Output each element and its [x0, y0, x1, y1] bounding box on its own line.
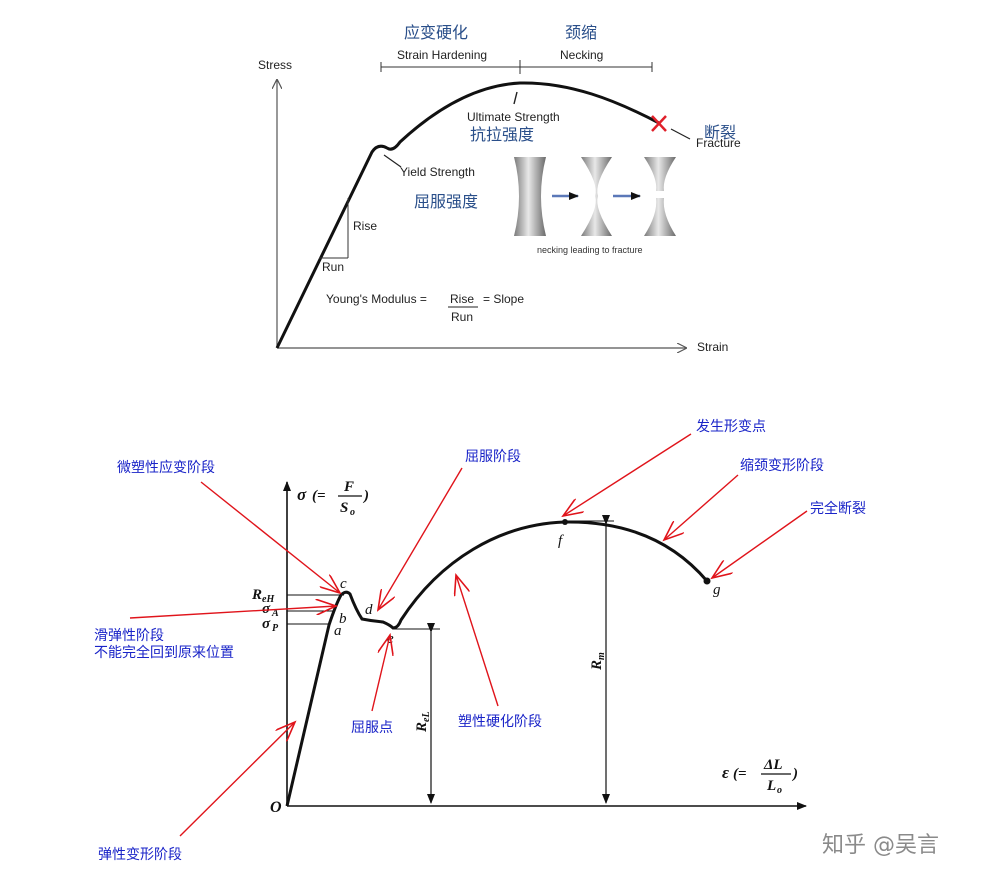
sigma-p-label: σ	[262, 616, 271, 632]
top-diagram: Stress Strain Rise Run Young's Modulus =…	[258, 23, 741, 354]
anno-elastic-stage: 弹性变形阶段	[98, 847, 182, 863]
necking-caption: necking leading to fracture	[537, 245, 643, 255]
anno-necking-stage: 缩颈变形阶段	[740, 458, 824, 474]
modulus-numerator: Rise	[450, 292, 474, 306]
bottom-stress-strain-curve	[285, 520, 709, 807]
origin-label: O	[270, 799, 282, 816]
rm-sub: m	[596, 652, 607, 660]
necking-illustration: necking leading to fracture	[514, 157, 676, 255]
eps-close: )	[791, 766, 798, 782]
specimen-3-top	[644, 157, 676, 191]
point-b: b	[339, 611, 347, 627]
strain-hardening-cn: 应变硬化	[404, 23, 468, 42]
anno-micro-plastic: 微塑性应变阶段	[117, 459, 215, 476]
sigma-a-label: σ	[262, 601, 271, 617]
watermark: 知乎 @吴言	[822, 833, 939, 858]
sigma-den: S	[340, 500, 348, 516]
fracture-mark-icon	[651, 115, 667, 132]
necking-cn: 颈缩	[565, 23, 597, 42]
strain-hardening-en: Strain Hardening	[397, 48, 487, 62]
fracture-en: Fracture	[696, 136, 741, 150]
anno-plastic-hardening: 塑性硬化阶段	[458, 714, 542, 730]
point-c: c	[340, 576, 347, 592]
yield-leader	[383, 154, 402, 168]
top-y-axis-label: Stress	[258, 58, 292, 72]
ultimate-strength-en: Ultimate Strength	[467, 110, 560, 124]
sigma-den-sub: o	[350, 507, 355, 518]
bottom-diagram: σ (= F S o ) ε (= ΔL L o ) O R eH σ A σ …	[94, 419, 866, 863]
rm-label-group: R m	[589, 652, 607, 671]
point-d: d	[365, 602, 373, 618]
sigma-symbol: σ	[297, 485, 307, 504]
rm-label: R	[589, 660, 605, 671]
ultimate-strength-cn: 抗拉强度	[470, 125, 534, 144]
anno-slip-elastic-2: 不能完全回到原来位置	[94, 644, 234, 661]
sigma-eq-open: (=	[312, 488, 326, 504]
arrow-yield-stage	[378, 467, 463, 610]
arrow-elastic-stage	[179, 722, 295, 837]
modulus-suffix: = Slope	[483, 292, 524, 306]
reh-label: R	[251, 587, 262, 603]
arrow-deformation-point	[563, 433, 692, 516]
rise-label: Rise	[353, 219, 377, 233]
anno-yield-point: 屈服点	[351, 720, 393, 736]
sigma-close: )	[362, 488, 369, 504]
modulus-prefix: Young's Modulus =	[326, 292, 427, 306]
arrow-yield-point	[371, 635, 390, 712]
eps-eq-open: (=	[733, 766, 747, 782]
run-label: Run	[322, 260, 344, 274]
eps-den: L	[766, 778, 776, 794]
yield-strength-en: Yield Strength	[400, 165, 475, 179]
eps-num: ΔL	[763, 757, 783, 773]
point-a: a	[334, 623, 342, 639]
point-g: g	[713, 582, 721, 598]
fracture-cn: 断裂	[704, 123, 736, 142]
sigma-p-sub: P	[272, 623, 279, 634]
arrow-fracture	[712, 510, 808, 578]
anno-deformation-point: 发生形变点	[696, 419, 766, 435]
modulus-denominator: Run	[451, 310, 473, 324]
point-g-dot	[703, 577, 711, 585]
fracture-leader	[670, 128, 691, 140]
sigma-a-sub: A	[271, 608, 279, 619]
eps-den-sub: o	[777, 785, 782, 796]
point-f-dot	[562, 519, 568, 525]
arrow-slip-elastic	[129, 606, 336, 619]
rel-label-group: R eL	[414, 711, 432, 733]
arrow-plastic-hardening	[456, 575, 499, 707]
rel-label: R	[414, 722, 430, 733]
arrow-necking	[664, 474, 739, 540]
top-x-axis-label: Strain	[697, 340, 728, 354]
point-f: f	[558, 533, 564, 549]
specimen-2	[581, 157, 612, 236]
annotation-arrows	[129, 433, 808, 837]
sigma-num: F	[343, 479, 354, 495]
arrow-micro-plastic	[200, 481, 340, 593]
specimen-1	[514, 157, 546, 236]
ultimate-leader	[513, 91, 518, 105]
reh-sub: eH	[262, 594, 275, 605]
anno-complete-fracture: 完全断裂	[810, 500, 866, 517]
necking-en: Necking	[560, 48, 603, 62]
rel-sub: eL	[421, 711, 432, 722]
specimen-3-bottom	[644, 198, 676, 236]
top-stress-strain-curve	[275, 81, 660, 349]
yield-strength-cn: 屈服强度	[414, 192, 478, 211]
anno-yield-stage: 屈服阶段	[465, 449, 521, 465]
anno-slip-elastic-1: 滑弹性阶段	[94, 627, 164, 644]
eps-symbol: ε	[722, 763, 729, 782]
